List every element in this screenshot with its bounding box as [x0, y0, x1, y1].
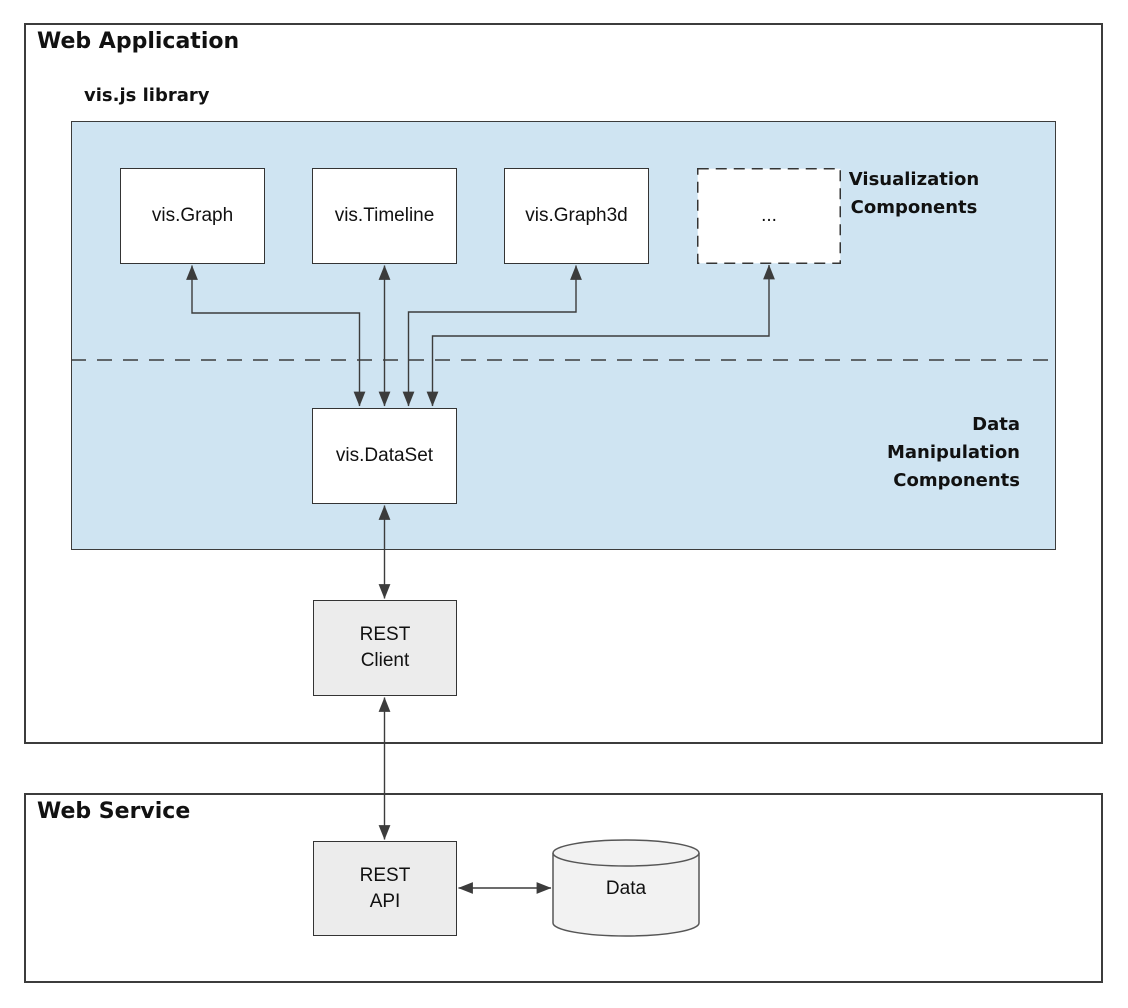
web-application-title: Web Application [37, 29, 240, 54]
node-vis-dataset: vis.DataSet [312, 408, 457, 504]
node-vis-timeline: vis.Timeline [312, 168, 457, 264]
node-rest-client-label: REST Client [359, 624, 411, 671]
node-vis-timeline-label: vis.Timeline [334, 205, 435, 226]
node-more-components: ... [697, 168, 841, 263]
node-rest-api-label: REST API [359, 864, 411, 912]
node-rest-api: REST API [313, 841, 457, 936]
node-rest-client: REST Client [313, 600, 457, 696]
node-vis-graph3d: vis.Graph3d [504, 168, 649, 264]
visualization-components-label: Visualization Components [848, 169, 980, 218]
node-vis-dataset-label: vis.DataSet [335, 445, 434, 466]
node-vis-graph: vis.Graph [120, 168, 265, 264]
web-service-title: Web Service [37, 799, 191, 824]
data-manipulation-components-label: Data Manipulation Components [886, 414, 1020, 491]
node-more-components-label: ... [761, 204, 777, 226]
node-vis-graph-label: vis.Graph [151, 205, 234, 226]
database-label: Data [605, 878, 647, 899]
visjs-library-title: vis.js library [84, 85, 210, 106]
node-vis-graph3d-label: vis.Graph3d [525, 205, 628, 226]
